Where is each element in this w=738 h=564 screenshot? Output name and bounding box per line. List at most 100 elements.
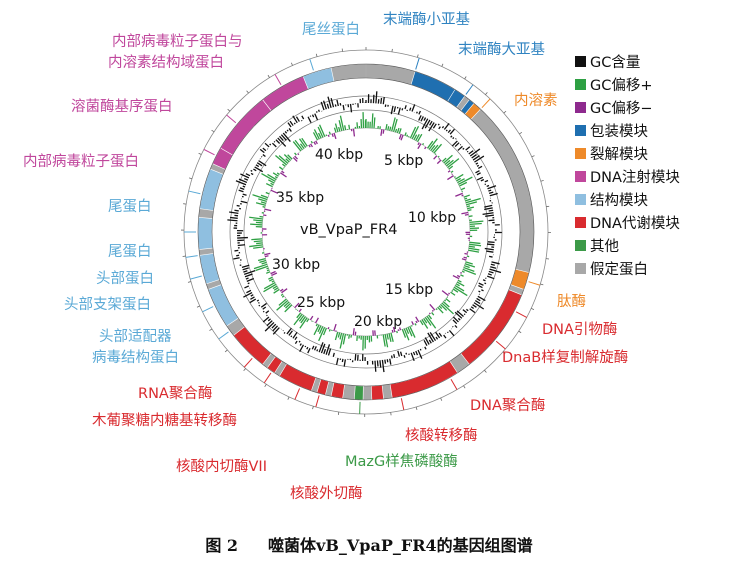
gc-skew-bar bbox=[392, 118, 398, 132]
gc-content-bar bbox=[390, 105, 394, 115]
legend-label-lysis: 裂解模块 bbox=[590, 146, 648, 163]
gc-content-bar bbox=[457, 317, 461, 321]
gc-skew-bar bbox=[256, 242, 263, 245]
gc-skew-bar bbox=[298, 138, 307, 148]
gc-content-bar bbox=[452, 137, 455, 140]
gc-skew-bar bbox=[464, 263, 476, 268]
gc-skew-bar bbox=[438, 158, 441, 160]
kbp-label-5: 5 kbp bbox=[384, 153, 423, 169]
gc-content-bar bbox=[283, 331, 286, 334]
gc-skew-bar bbox=[301, 137, 308, 147]
gc-skew-bar bbox=[265, 182, 273, 188]
leader-line-11 bbox=[294, 388, 301, 400]
gc-content-bar bbox=[236, 254, 240, 257]
gc-content-bar bbox=[286, 327, 292, 335]
scale-tick bbox=[267, 74, 270, 78]
gc-content-bar bbox=[462, 309, 468, 314]
gc-content-bar bbox=[490, 263, 495, 266]
gc-skew-bar bbox=[292, 157, 298, 162]
gc-skew-bar bbox=[431, 309, 434, 312]
gc-content-bar bbox=[452, 325, 454, 328]
label-leaders bbox=[184, 57, 541, 414]
gc-skew-bar bbox=[296, 312, 302, 319]
gc-skew-bar bbox=[447, 175, 454, 181]
gc-content-bar bbox=[242, 193, 247, 196]
gc-content-bar bbox=[287, 122, 292, 128]
scale-tick bbox=[198, 152, 202, 155]
legend-label-structural: 结构模块 bbox=[590, 192, 648, 209]
gc-content-bar bbox=[486, 275, 495, 280]
gc-skew-bar bbox=[342, 333, 347, 345]
gc-content-bar bbox=[311, 345, 315, 350]
gc-skew-bar bbox=[428, 138, 438, 150]
gene-ring-inner-rim bbox=[211, 77, 521, 387]
gc-skew-bar bbox=[275, 154, 287, 166]
gc-skew-bar bbox=[338, 126, 341, 132]
gc-content-bar bbox=[443, 334, 447, 339]
gc-skew-bar bbox=[255, 202, 266, 206]
gene-segment-dna_metabolism-8 bbox=[371, 384, 384, 401]
gc-content-bar bbox=[259, 148, 265, 154]
gc-skew-bar bbox=[322, 327, 327, 336]
gc-content-bar bbox=[332, 352, 335, 357]
gc-content-bar bbox=[409, 107, 412, 111]
gc-skew-bar bbox=[445, 298, 451, 303]
gc-content-bar bbox=[450, 135, 453, 138]
gc-content-bar bbox=[327, 96, 332, 108]
gc-content-bar bbox=[264, 321, 275, 332]
gc-skew-bar bbox=[382, 334, 386, 347]
gc-content-bar bbox=[432, 123, 437, 129]
gc-content-bar bbox=[290, 335, 293, 338]
gc-content-bar bbox=[233, 257, 240, 260]
gc-skew-bar bbox=[398, 327, 402, 331]
kbp-label-20: 20 kbp bbox=[354, 314, 402, 330]
gene-label-mazg: MazG样焦磷酸酶 bbox=[345, 453, 458, 470]
legend: GC含量 GC偏移+ GC偏移− 包装模块 裂解模块 DNA注射模块 结构模块 … bbox=[575, 54, 680, 278]
gc-skew-bar bbox=[445, 159, 454, 167]
gc-content-bar bbox=[234, 249, 239, 252]
gc-skew-bar bbox=[391, 117, 396, 132]
gc-content-bar bbox=[448, 329, 455, 337]
gc-content-bar bbox=[476, 164, 480, 167]
gc-content-bar bbox=[293, 122, 296, 125]
gene-segment-other-9 bbox=[353, 385, 364, 401]
legend-swatch-dna-injection bbox=[575, 171, 586, 182]
gc-skew-bar bbox=[443, 154, 453, 164]
gc-skew-bar bbox=[313, 324, 320, 336]
gc-skew-bar bbox=[264, 252, 271, 256]
gc-skew-bar bbox=[388, 333, 392, 342]
gc-skew-bar bbox=[270, 189, 279, 194]
gc-content-bar bbox=[240, 200, 248, 204]
gc-skew-bar bbox=[348, 124, 351, 130]
gc-skew-bar bbox=[266, 267, 269, 270]
gc-skew-bar bbox=[464, 252, 468, 255]
gc-content-bar bbox=[484, 282, 487, 285]
gc-content-bar bbox=[313, 346, 317, 351]
gc-skew-bar bbox=[310, 143, 313, 148]
gc-content-bar bbox=[266, 314, 268, 317]
leader-line-10 bbox=[315, 395, 320, 408]
scale-tick bbox=[312, 406, 314, 410]
gc-skew-bar bbox=[460, 187, 466, 191]
gc-content-bar bbox=[405, 352, 408, 355]
leader-line-7 bbox=[450, 378, 458, 390]
gc-content-bar bbox=[379, 360, 382, 368]
gc-content-bar bbox=[403, 355, 406, 358]
gc-skew-bar bbox=[460, 274, 464, 277]
leader-line-6 bbox=[495, 340, 506, 350]
legend-label-other: 其他 bbox=[590, 238, 619, 255]
gc-content-bar bbox=[428, 122, 435, 132]
scale-tick bbox=[224, 349, 228, 353]
gc-skew-bar bbox=[433, 143, 443, 154]
gc-content-bar bbox=[289, 120, 294, 126]
gc-skew-bar bbox=[272, 172, 279, 177]
gc-skew-bar bbox=[348, 334, 351, 339]
gc-content-bar bbox=[478, 282, 484, 286]
gc-content-bar bbox=[480, 178, 485, 182]
gc-content-bar bbox=[342, 104, 345, 111]
gc-skew-bar bbox=[416, 133, 423, 142]
gc-content-bar bbox=[466, 308, 469, 312]
gc-content-bar bbox=[262, 147, 267, 152]
gc-skew-bar bbox=[398, 128, 402, 134]
